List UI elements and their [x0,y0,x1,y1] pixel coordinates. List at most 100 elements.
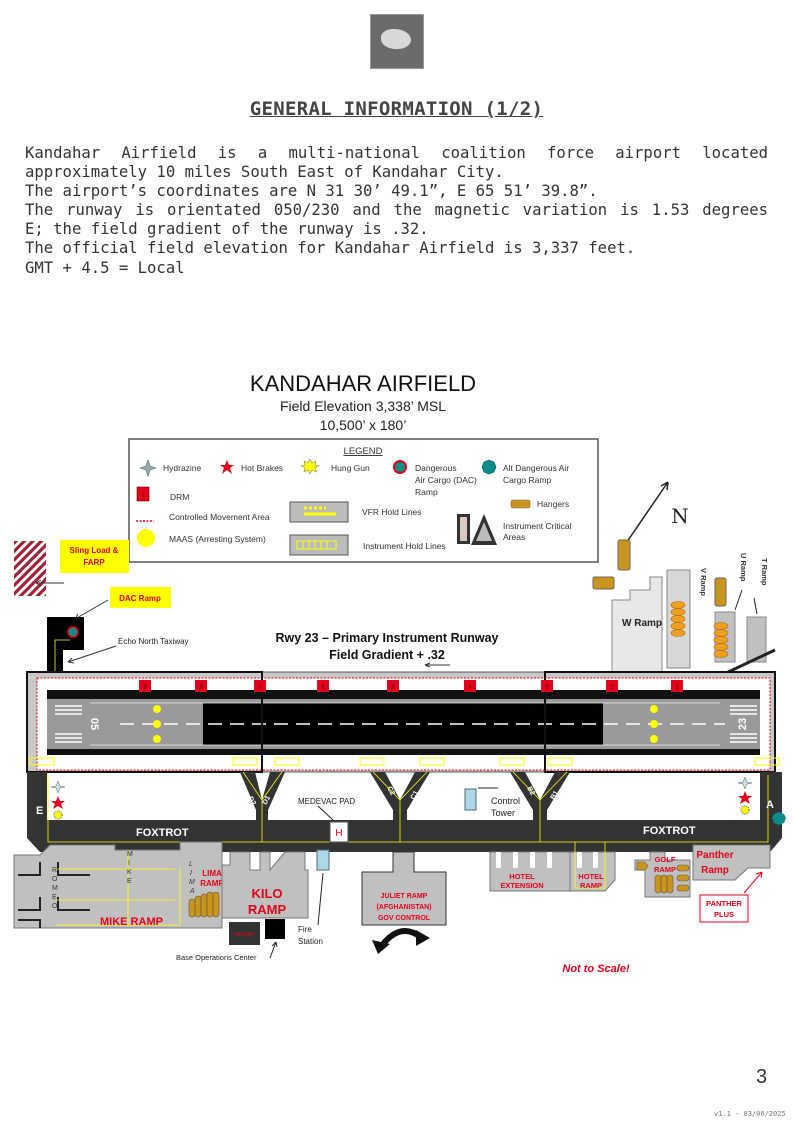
arrow-icon [35,579,64,587]
vfr-hold-icon [289,501,349,523]
lima-hangars [188,891,220,918]
legend-heading: LEGEND [343,446,382,457]
panther-ramp [692,844,771,881]
north-label: N [671,504,689,528]
svg-text:E: E [127,878,132,885]
instrument-hold-icon [289,534,349,556]
field-gradient-label: Field Gradient + .32 [329,648,445,662]
drm-marker [387,680,399,692]
svg-text:L: L [189,861,193,868]
juliet-ramp [361,851,447,926]
drm-marker [464,680,476,692]
hangar-building [229,922,260,945]
threshold-markings [55,705,757,743]
kilo-ramp-label: RAMP [248,902,287,917]
hotel-ramp-label: RAMP [580,881,602,890]
map-title: KANDAHAR AIRFIELD [250,371,476,396]
drm-marker-label: 6 [321,685,325,691]
lima-taxi-label: LIMA [189,861,195,895]
drm-marker [606,680,618,692]
legend-vfr-hold: VFR Hold Lines [362,507,422,517]
drm-marker [139,680,151,692]
map-dimensions: 10,500’ x 180’ [320,417,407,433]
text-line: Kandahar Airfield is a multi-national co… [25,144,768,162]
v-ramp-hangars [670,601,729,658]
foxtrot-label: FOXTROT [643,825,696,837]
dac-ramp-label-box [110,587,171,608]
alt-dac-icon [481,459,497,475]
hotel-extension-label: EXTENSION [500,881,543,890]
panther-plus-box [699,894,749,923]
juliet-ramp-label: (AFGHANISTAN) [376,904,431,911]
text-line: approximately 10 miles South East of Kan… [25,163,504,182]
control-tower-label: Tower [491,808,515,818]
panther-ramp-label: Ramp [701,865,729,876]
runway-center-section [203,703,603,745]
golf-ramp [634,851,691,898]
hung-gun-icon [300,458,320,475]
drm-marker [541,680,553,692]
text-line: E; the field gradient of the runway is .… [25,220,429,239]
page-title: GENERAL INFORMATION (1/2) [249,98,544,120]
text-line: The runway is orientated 050/230 and the… [25,201,768,220]
echo-north-label: Echo North Taxiway [118,637,189,646]
hangar [617,539,631,571]
legend-maas: MAAS (Arresting System) [169,534,266,544]
parallel-taxiway [47,690,760,699]
not-to-scale-label: Not to Scale! [562,963,630,975]
drm-marker [254,680,266,692]
legend-instrument-hold: Instrument Hold Lines [363,541,446,551]
drm-marker-label: 9 [143,685,147,691]
svg-text:O: O [52,876,58,883]
legend-hung-gun: Hung Gun [331,463,370,473]
instrument-critical-icon [457,514,497,545]
hot-brakes-icon [220,460,234,474]
kilo-ramp-label: KILO [251,886,282,901]
taxiway-c1-label: C1 [410,790,421,801]
legend-dac: Air Cargo (DAC) [415,475,477,485]
hung-gun-icon [53,810,63,820]
arrow-icon [67,645,117,664]
drm-marker-label: 4 [468,685,472,691]
svg-text:R: R [52,867,57,874]
dac-ramp-label: DAC Ramp [119,594,161,603]
legend-controlled: Controlled Movement Area [169,512,270,522]
afghanistan-logo [370,14,424,69]
map-elevation: Field Elevation 3,338’ MSL [280,398,446,414]
taxiway-a-label: A [766,799,774,811]
drm-marker-label: 7 [258,685,262,691]
drm-marker [195,680,207,692]
legend-drm: DRM [170,492,189,502]
taxiway-b1-label: B1 [550,790,561,801]
sling-load-area [14,541,46,596]
hung-gun-icon [740,805,750,815]
panther-plus-label: PANTHER [706,899,742,908]
medevac-label: MEDEVAC PAD [298,797,355,806]
runway-05-label: 05 [88,718,100,730]
hydrazine-icon [50,780,66,794]
panther-ramp-label: Panther [696,850,733,861]
drm-marker-label: 2 [610,685,614,691]
u-ramp-label: U Ramp [739,553,748,582]
drm-icon [136,486,150,502]
fire-station-label: Fire [298,925,312,934]
maas-markers [153,705,658,743]
legend-hydrazine: Hydrazine [163,463,202,473]
juliet-ramp-label: GOV CONTROL [378,915,431,922]
taxiway-c2-label: C2 [385,786,396,797]
v-ramp-label: V Ramp [699,568,708,596]
hot-brakes-icon [51,796,65,809]
dac-icon [393,460,407,474]
control-tower-label: Control [491,796,520,806]
svg-text:I: I [190,870,192,877]
fire-station-label: Station [298,937,323,946]
hangar [714,577,727,607]
helipad-label: H [335,828,342,839]
page-number: 3 [756,1066,768,1088]
hangar [592,576,615,590]
base-ops-label: Base Operations Center [176,953,257,962]
hotel-extension-label: HOTEL [509,872,535,881]
fire-station [316,849,330,871]
